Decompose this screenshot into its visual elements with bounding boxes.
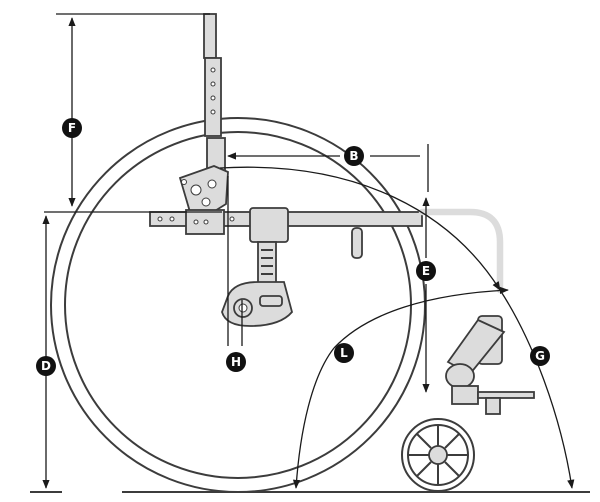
dimension-H: [227, 176, 243, 346]
backrest-post: [203, 13, 222, 137]
label-B-text: B: [349, 149, 358, 163]
label-E: E: [416, 261, 436, 281]
label-F: F: [62, 118, 82, 138]
label-G-text: G: [535, 349, 545, 363]
dimension-D: [42, 211, 222, 489]
label-H: H: [226, 352, 246, 372]
label-B: B: [344, 146, 364, 166]
label-E-text: E: [422, 264, 430, 278]
seat-frame: [149, 207, 423, 259]
backrest-hinge: [178, 137, 229, 215]
dimension-G: [219, 166, 575, 489]
label-H-text: H: [231, 355, 241, 369]
label-L-text: L: [340, 346, 348, 360]
dimension-L: [292, 286, 509, 489]
label-L: L: [334, 343, 354, 363]
label-D-text: D: [41, 359, 51, 373]
front-frame: [418, 208, 535, 415]
dimension-F: [56, 13, 210, 207]
label-G: G: [530, 346, 550, 366]
axle-bracket: [221, 241, 293, 327]
caster-wheel: [401, 418, 475, 492]
label-F-text: F: [68, 121, 76, 135]
label-D: D: [36, 356, 56, 376]
dimension-B: [227, 144, 429, 192]
